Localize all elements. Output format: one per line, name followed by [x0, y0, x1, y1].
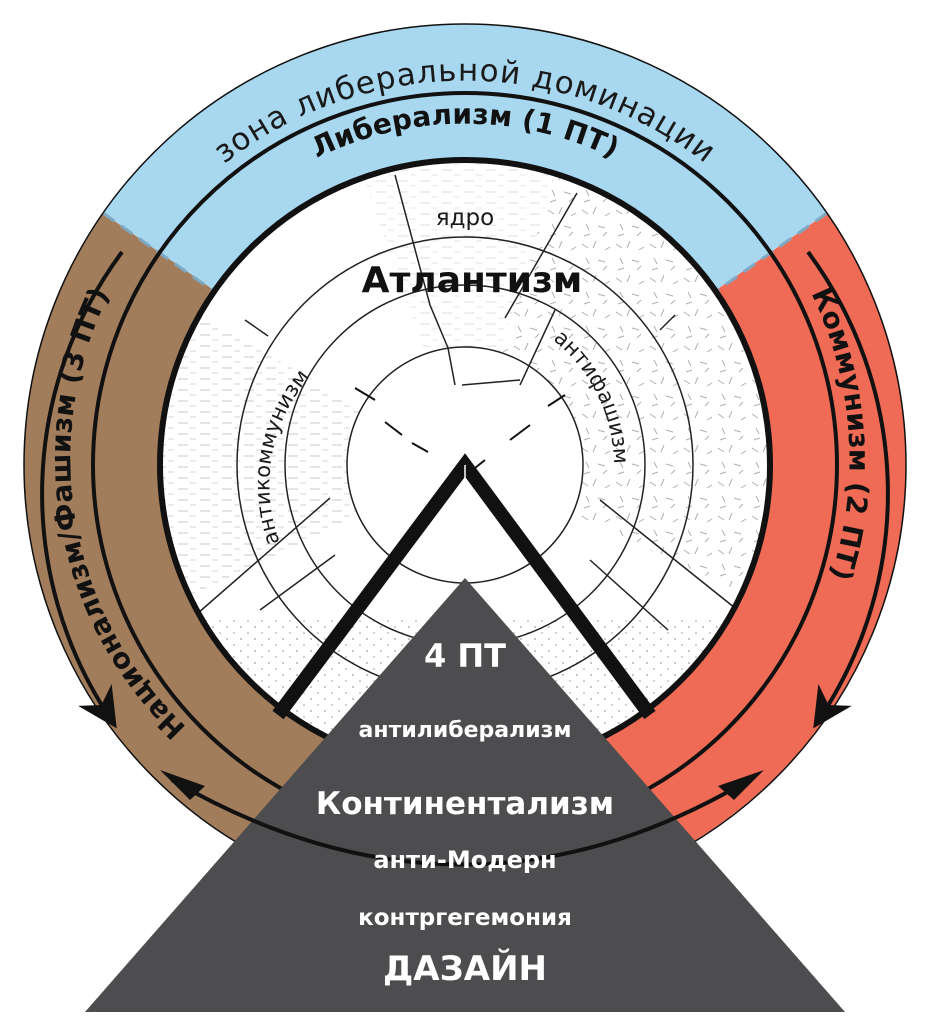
texture-left: [162, 300, 465, 610]
fourth-theory-triangle: [85, 453, 845, 1012]
dashed-rays: [354, 387, 566, 469]
dasein-label: ДАЗАЙН: [383, 948, 547, 989]
arrow-left-ring: [40, 250, 124, 729]
arrowhead-left: [160, 770, 205, 800]
continentalism-label: Континентализм: [316, 786, 614, 822]
bottom-double-arrow: [160, 770, 764, 867]
fourth-theory-label: 4 ПТ: [424, 637, 506, 675]
ring-arrows: [40, 250, 890, 729]
triangle-fill: [85, 578, 845, 1012]
sector-divider-right: [717, 211, 828, 292]
arrow-right-ring: [806, 250, 890, 729]
core-label: ядро: [436, 205, 494, 231]
maze-lines: [189, 174, 741, 631]
counter-hegemony-label: контргегемония: [358, 905, 572, 931]
arrowhead-right: [718, 770, 764, 800]
antiliberalism-label: антилиберализм: [359, 718, 572, 743]
atlantism-label: Атлантизм: [362, 260, 583, 301]
sector-divider-left: [102, 211, 213, 292]
anti-modern-label: анти-Модерн: [373, 846, 556, 874]
